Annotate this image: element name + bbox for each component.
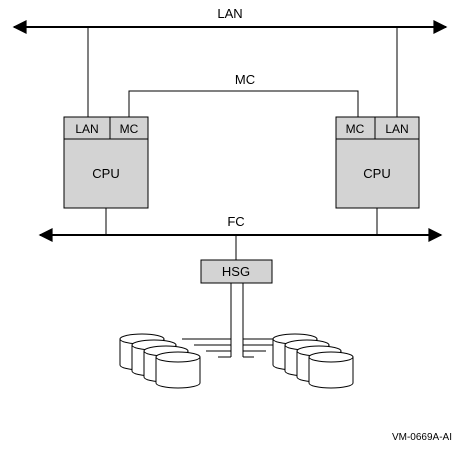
right-node: MC LAN CPU bbox=[335, 116, 420, 209]
mc-link-label: MC bbox=[235, 72, 255, 87]
hsg-controller-label: HSG bbox=[222, 264, 250, 279]
left-node: LAN MC CPU bbox=[63, 116, 149, 209]
figure-id: VM-0669A-AI bbox=[392, 432, 452, 443]
right-cpu-label: CPU bbox=[363, 166, 390, 181]
left-cpu-label: CPU bbox=[92, 166, 119, 181]
mc-link bbox=[128, 90, 359, 117]
disk-icon bbox=[308, 351, 354, 389]
right-mc-port-label: MC bbox=[346, 122, 365, 136]
lan-bus-label: LAN bbox=[217, 6, 242, 21]
left-mc-port-label: MC bbox=[120, 122, 139, 136]
right-cpu-box bbox=[335, 138, 420, 209]
disk-icon bbox=[155, 351, 201, 389]
left-cpu-box bbox=[63, 138, 149, 209]
right-lan-port-label: LAN bbox=[385, 122, 408, 136]
left-lan-port-label: LAN bbox=[75, 122, 98, 136]
fc-bus-label: FC bbox=[227, 214, 244, 229]
left-disk-group bbox=[119, 333, 231, 389]
right-disk-group bbox=[243, 333, 354, 389]
hsg-controller bbox=[200, 259, 273, 284]
